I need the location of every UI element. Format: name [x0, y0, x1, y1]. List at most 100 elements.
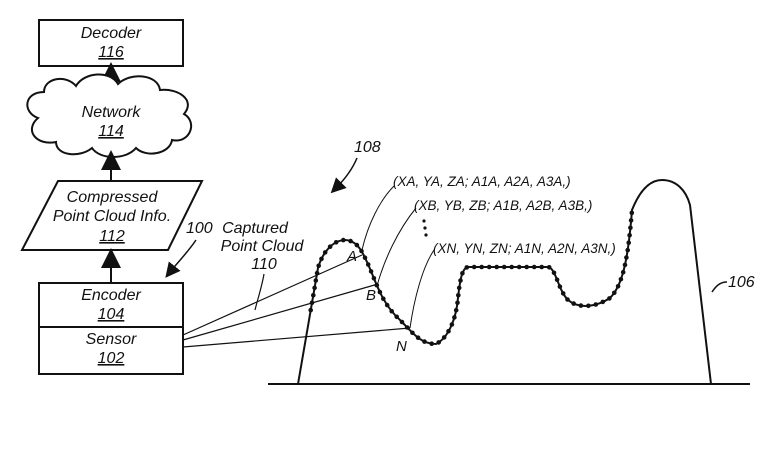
point-cloud-point [494, 264, 500, 270]
point-cloud-point [365, 262, 371, 267]
point-cloud-point [460, 271, 465, 276]
captured-label-line1: Captured [222, 220, 289, 237]
tuple-b-leader [376, 207, 417, 287]
point-cloud-point [316, 263, 322, 269]
point-cloud-point [560, 291, 566, 296]
point-cloud-point [354, 242, 360, 248]
point-cloud-point [368, 269, 374, 274]
tuple-b: (XB, YB, ZB; A1B, A2B, A3B,) [414, 198, 592, 213]
point-cloud-point [309, 300, 315, 306]
point-cloud-point [501, 264, 507, 270]
network-cloud: Network 114 [26, 73, 193, 158]
encoder-sensor-block: Encoder 104 Sensor 102 [38, 282, 184, 375]
object-ref-number: 106 [728, 274, 755, 291]
point-cloud-point [456, 285, 462, 291]
tuple-n-leader [409, 249, 435, 329]
object-ref-leader [711, 281, 728, 293]
point-cloud-point [479, 264, 485, 270]
point-cloud-point [422, 339, 427, 344]
encoder-label: Encoder [81, 287, 141, 304]
point-cloud-point [612, 290, 617, 296]
point-b-label: B [366, 287, 376, 304]
point-cloud-point [348, 238, 353, 244]
point-cloud-point [531, 264, 537, 270]
point-cloud-point [471, 264, 477, 270]
captured-ref-number: 110 [251, 256, 277, 273]
point-cloud-point [586, 303, 591, 309]
sensor-label: Sensor [86, 331, 137, 348]
point-cloud-point [322, 250, 328, 255]
decoder-ref-number: 116 [98, 44, 124, 61]
point-cloud-point [628, 218, 634, 223]
point-cloud-points [308, 210, 635, 347]
point-cloud-point [486, 264, 492, 270]
point-cloud-point [441, 335, 447, 340]
point-cloud-point [314, 270, 320, 276]
point-cloud-point [455, 300, 460, 306]
point-cloud-point [449, 322, 455, 327]
point-cloud-point [524, 264, 529, 270]
point-cloud-point [618, 277, 624, 282]
tuple-a: (XA, YA, ZA; A1A, A2A, A3A,) [393, 174, 571, 189]
point-cloud-point [458, 278, 463, 283]
point-cloud-point [509, 264, 514, 270]
tuple-ellipsis [422, 219, 428, 237]
point-cloud-point [308, 307, 314, 313]
point-cloud-point [381, 296, 386, 302]
point-cloud-point [571, 301, 576, 306]
point-cloud-point [578, 303, 584, 308]
point-a-label: A [346, 248, 357, 265]
point-cloud-point [415, 335, 421, 341]
point-cloud-point [625, 247, 630, 253]
point-cloud-point [516, 264, 522, 270]
point-cloud-point [464, 265, 470, 270]
point-cloud-point [389, 308, 395, 314]
encoder-ref-number: 104 [98, 306, 125, 323]
point-cloud-point [624, 255, 629, 260]
point-cloud-point [565, 297, 570, 302]
point-cloud-point [626, 240, 631, 245]
point-cloud-point [341, 237, 346, 243]
point-cloud-point [593, 302, 599, 307]
sensor-ref-number: 102 [98, 350, 125, 367]
sensor-rays [182, 254, 411, 348]
compressed-ref-number: 112 [99, 228, 125, 245]
tuple-a-leader [361, 185, 395, 251]
point-cloud-point [452, 315, 457, 320]
point-cloud-point [311, 293, 316, 298]
point-cloud-point [554, 277, 560, 283]
compressed-label-line2: Point Cloud Info. [53, 208, 171, 225]
compressed-point-cloud-block: Compressed Point Cloud Info. 112 [20, 180, 204, 251]
point-cloud-point [453, 307, 459, 313]
point-cloud-point [404, 325, 410, 330]
captured-label-line2: Point Cloud [221, 238, 305, 255]
system-ref-number: 100 [186, 220, 213, 237]
point-cloud-point [377, 289, 383, 295]
decoder-block: Decoder 116 [38, 19, 184, 67]
point-cloud-point [399, 319, 405, 325]
point-cloud-point [429, 341, 435, 347]
compressed-label-line1: Compressed [67, 189, 159, 206]
point-cloud-point [539, 264, 544, 270]
tuple-n: (XN, YN, ZN; A1N, A2N, A3N,) [433, 241, 616, 256]
point-cloud-point [600, 299, 606, 305]
point-cloud-point [615, 284, 621, 289]
point-cloud-point [551, 270, 557, 276]
cloud-ref-arrow [330, 157, 358, 194]
system-ref-arrow [165, 239, 197, 278]
cloud-ref-number: 108 [354, 139, 381, 156]
point-cloud-point [362, 255, 368, 260]
point-cloud-point [622, 262, 628, 268]
network-ref-number: 114 [98, 123, 124, 140]
point-cloud-point [359, 248, 364, 254]
point-cloud-point [436, 340, 442, 345]
point-cloud-point [629, 210, 635, 216]
point-cloud-point [546, 265, 552, 270]
point-cloud-point [313, 278, 319, 283]
point-cloud-point [557, 284, 563, 289]
network-label: Network [82, 104, 142, 121]
point-cloud-point [446, 328, 451, 334]
point-cloud-point [327, 244, 333, 249]
point-cloud-point [384, 302, 390, 308]
